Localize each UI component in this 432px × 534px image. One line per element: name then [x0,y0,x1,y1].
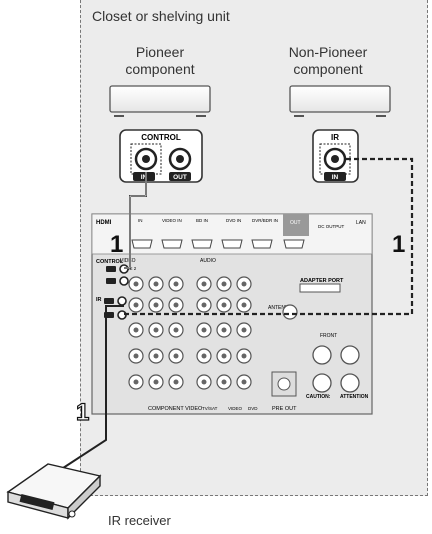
non-pioneer-component-label: Non-Pioneer component [288,44,368,77]
pioneer-component-box [109,85,211,117]
hdmi-top-label-3: BD IN [196,218,208,223]
hdmi-label: HDMI [96,220,112,226]
step-marker-2: 1 [392,231,405,258]
hdmi-top-label-4: DVD IN [226,218,241,223]
svg-text:1: 1 [392,231,405,258]
control-out-jack-icon [168,147,192,171]
step-marker-3: 1 [75,398,90,426]
control-in-label: IN [141,174,148,181]
hdmi-top-label-2: VIDEO IN [162,218,182,223]
bottom-label-1: TV/SAT [202,406,218,411]
caution-label: CAUTION: [306,394,331,400]
adapter-port-label: ADAPTER PORT [300,278,344,284]
component-video-label: COMPONENT VIDEO [148,406,203,412]
svg-text:1: 1 [110,231,123,258]
control-jack-panel: CONTROL IN OUT [119,129,203,183]
svg-text:1: 1 [76,399,89,426]
closet-label: Closet or shelving unit [92,8,230,24]
ir-in-label: IN [332,174,339,181]
bottom-label-2: VIDEO [228,406,243,411]
ir-in-jack-icon [319,143,351,175]
attention-label: ATTENTION [340,394,369,400]
step-marker-1: 1 [110,231,123,258]
ir-panel-title: IR [331,133,339,142]
ir-receiver-device [6,463,102,520]
control-label: CONTROL [96,259,124,265]
control-panel-title: CONTROL [141,133,181,142]
pioneer-component-label: Pioneer component [125,44,195,77]
lan-label: LAN [356,220,366,226]
audio-label: AUDIO [200,258,216,264]
ir-label: IR [96,297,102,303]
dc-output-label: DC OUTPUT [318,224,344,229]
hdmi-top-label-5: DVR/BDR IN [252,218,278,223]
front-label: FRONT [320,333,337,339]
control-out-label: OUT [173,174,187,181]
non-pioneer-component-box [289,85,391,117]
hdmi-top-label-1: IN [138,218,143,223]
hdmi-top-label-6: OUT [290,220,301,226]
ir-jack-panel: IR IN [312,129,359,183]
ir-receiver-label: IR receiver [108,513,171,528]
antenna-label: ANTENNA [268,305,293,311]
bottom-label-3: DVD [248,406,258,411]
pre-out-label: PRE OUT [272,406,297,412]
video-label: VIDEO [120,258,136,264]
